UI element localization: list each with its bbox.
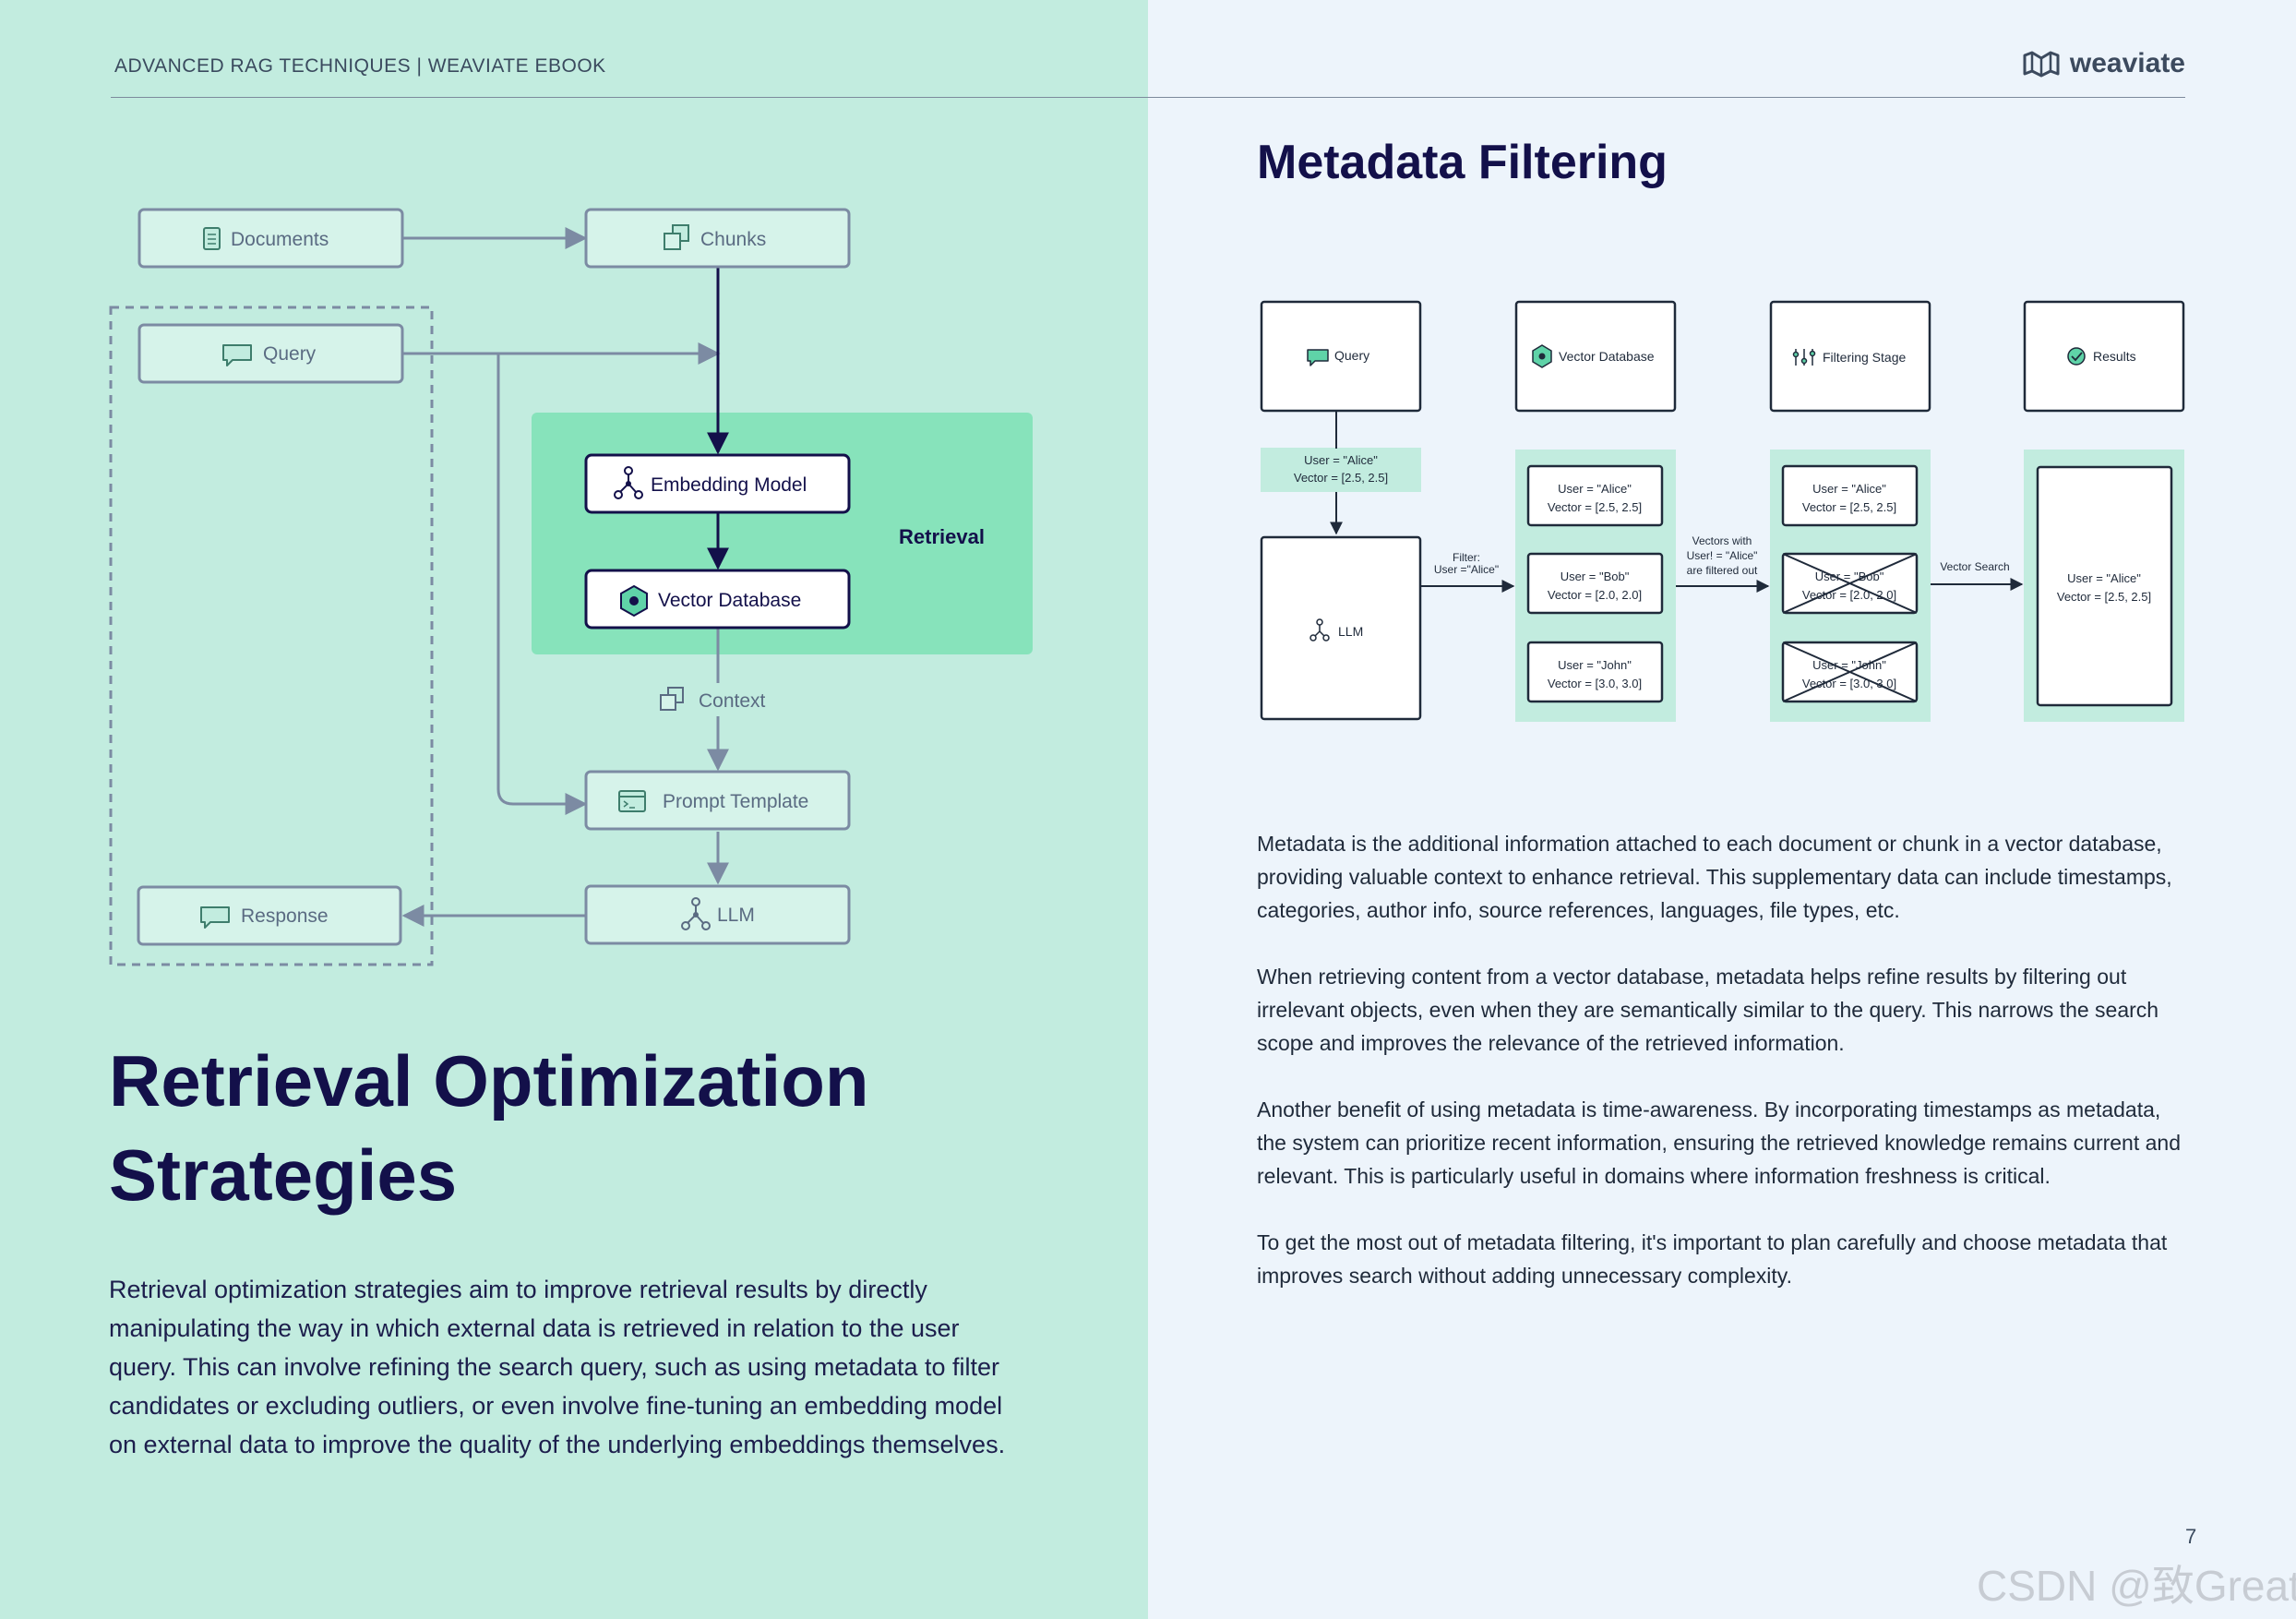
vector-database-column-label: Vector Database bbox=[1559, 349, 1655, 364]
left-page-paragraph: Retrieval optimization strategies aim to… bbox=[109, 1276, 1006, 1458]
llm-node: LLM bbox=[584, 884, 851, 945]
check-circle-icon bbox=[2067, 347, 2086, 366]
hexagon-db-icon bbox=[1532, 344, 1552, 368]
chunks-icon bbox=[664, 224, 689, 250]
filter-edge-label-2: User ="Alice" bbox=[1434, 563, 1499, 576]
filtered-out-edge-label-2: User! = "Alice" bbox=[1687, 549, 1758, 562]
svg-text:User = "Bob": User = "Bob" bbox=[1561, 570, 1630, 583]
query-node: Query bbox=[138, 323, 404, 384]
vector-database-column-header: Vector Database bbox=[1514, 300, 1677, 413]
terminal-icon bbox=[618, 790, 646, 812]
llm-box: LLM bbox=[1260, 535, 1422, 721]
chat-bubble-icon bbox=[1307, 349, 1329, 366]
title-line-1: Retrieval Optimization bbox=[109, 1040, 869, 1121]
llm-label: LLM bbox=[717, 905, 755, 926]
prompt-template-node: Prompt Template bbox=[584, 770, 851, 831]
chunks-node: Chunks bbox=[584, 208, 851, 269]
db-item-alice: User = "Alice" Vector = [2.5, 2.5] bbox=[1526, 464, 1664, 527]
watermark: CSDN @致Great bbox=[1977, 1562, 2296, 1610]
llm-box-label: LLM bbox=[1338, 624, 1363, 639]
query-column-header: Query bbox=[1260, 300, 1422, 413]
metadata-filtering-diagram: Query Vector Database Filtering Stage bbox=[1260, 300, 2185, 722]
filter-item-alice: User = "Alice" Vector = [2.5, 2.5] bbox=[1781, 464, 1919, 527]
embedding-model-node: Embedding Model bbox=[584, 453, 851, 514]
prompt-template-label: Prompt Template bbox=[663, 791, 808, 812]
results-column-header: Results bbox=[2023, 300, 2185, 413]
filtered-out-edge-label-1: Vectors with bbox=[1692, 534, 1752, 547]
documents-label: Documents bbox=[231, 229, 329, 250]
left-page-title: Retrieval Optimization Strategies bbox=[109, 1034, 869, 1222]
retrieval-label: Retrieval bbox=[899, 525, 985, 548]
svg-text:Vector = [2.5, 2.5]: Vector = [2.5, 2.5] bbox=[1802, 500, 1896, 514]
right-page-body: Metadata is the additional information a… bbox=[1257, 827, 2189, 1325]
filtered-out-edge-label-3: are filtered out bbox=[1687, 564, 1758, 577]
header-divider bbox=[111, 97, 2185, 98]
network-icon bbox=[614, 466, 643, 499]
vector-database-label: Vector Database bbox=[658, 590, 801, 611]
network-icon bbox=[1309, 618, 1330, 642]
db-item-john: User = "John" Vector = [3.0, 3.0] bbox=[1526, 641, 1664, 703]
brand-logo: weaviate bbox=[2022, 48, 2185, 79]
filtering-stage-column-label: Filtering Stage bbox=[1823, 350, 1906, 365]
weaviate-logo-icon bbox=[2023, 51, 2060, 78]
right-page-title: Metadata Filtering bbox=[1257, 136, 1668, 189]
svg-text:Vector = [3.0, 3.0]: Vector = [3.0, 3.0] bbox=[1802, 677, 1896, 690]
svg-text:Vector = [2.5, 2.5]: Vector = [2.5, 2.5] bbox=[2057, 590, 2151, 604]
hexagon-db-icon bbox=[620, 584, 648, 618]
right-page bbox=[1148, 0, 2296, 1619]
response-label: Response bbox=[241, 905, 329, 927]
chat-bubble-icon bbox=[222, 344, 252, 366]
result-item-alice: User = "Alice" Vector = [2.5, 2.5] bbox=[2036, 465, 2173, 707]
context-edge-label: Context bbox=[660, 685, 777, 716]
svg-text:User = "Alice": User = "Alice" bbox=[2067, 571, 2141, 585]
rag-pipeline-diagram: Retrieval Documents bbox=[109, 208, 1033, 966]
user-interaction-boundary bbox=[109, 306, 434, 966]
db-item-bob: User = "Bob" Vector = [2.0, 2.0] bbox=[1526, 552, 1664, 615]
paragraph-2: When retrieving content from a vector da… bbox=[1257, 965, 2159, 1055]
brand-name: weaviate bbox=[2069, 48, 2185, 78]
document-icon bbox=[203, 227, 221, 250]
svg-text:Vector = [2.0, 2.0]: Vector = [2.0, 2.0] bbox=[1548, 588, 1642, 602]
paragraph-4: To get the most out of metadata filterin… bbox=[1257, 1230, 2168, 1288]
svg-text:Vector = [2.5, 2.5]: Vector = [2.5, 2.5] bbox=[1548, 500, 1642, 514]
chunks-label: Chunks bbox=[700, 229, 766, 250]
svg-text:Vector = [2.0, 2.0]: Vector = [2.0, 2.0] bbox=[1802, 588, 1896, 602]
query-vector-label: Vector = [2.5, 2.5] bbox=[1294, 471, 1388, 485]
context-label: Context bbox=[699, 690, 766, 712]
chat-bubble-icon bbox=[200, 906, 230, 929]
paragraph-1: Metadata is the additional information a… bbox=[1257, 832, 2172, 922]
svg-text:User = "John": User = "John" bbox=[1812, 658, 1886, 672]
svg-text:User = "Bob": User = "Bob" bbox=[1815, 570, 1884, 583]
svg-text:User = "John": User = "John" bbox=[1558, 658, 1632, 672]
chunks-icon bbox=[660, 687, 684, 711]
vector-database-node: Vector Database bbox=[584, 569, 851, 630]
filter-edge-label-1: Filter: bbox=[1453, 551, 1480, 564]
documents-node: Documents bbox=[138, 208, 404, 269]
filter-item-john-crossed: User = "John" Vector = [3.0, 3.0] bbox=[1781, 641, 1919, 703]
svg-text:User = "Alice": User = "Alice" bbox=[1558, 482, 1632, 496]
query-column-label: Query bbox=[1334, 348, 1369, 363]
results-column-label: Results bbox=[2093, 349, 2136, 364]
filter-item-bob-crossed: User = "Bob" Vector = [2.0, 2.0] bbox=[1781, 552, 1919, 615]
embedding-model-label: Embedding Model bbox=[651, 474, 807, 496]
svg-text:User = "Alice": User = "Alice" bbox=[1812, 482, 1886, 496]
paragraph-3: Another benefit of using metadata is tim… bbox=[1257, 1097, 2181, 1188]
network-icon bbox=[681, 897, 711, 930]
page-number: 7 bbox=[2185, 1525, 2197, 1548]
query-label: Query bbox=[263, 343, 317, 365]
page-header-title: ADVANCED RAG TECHNIQUES | WEAVIATE EBOOK bbox=[114, 55, 606, 77]
vector-search-edge-label: Vector Search bbox=[1940, 560, 2009, 573]
svg-text:Vector = [3.0, 3.0]: Vector = [3.0, 3.0] bbox=[1548, 677, 1642, 690]
title-line-2: Strategies bbox=[109, 1134, 458, 1216]
filtering-stage-column-header: Filtering Stage bbox=[1769, 300, 1931, 413]
query-label-panel bbox=[1261, 448, 1421, 492]
response-node: Response bbox=[137, 885, 402, 946]
sliders-icon bbox=[1792, 349, 1816, 366]
query-user-label: User = "Alice" bbox=[1304, 453, 1378, 467]
